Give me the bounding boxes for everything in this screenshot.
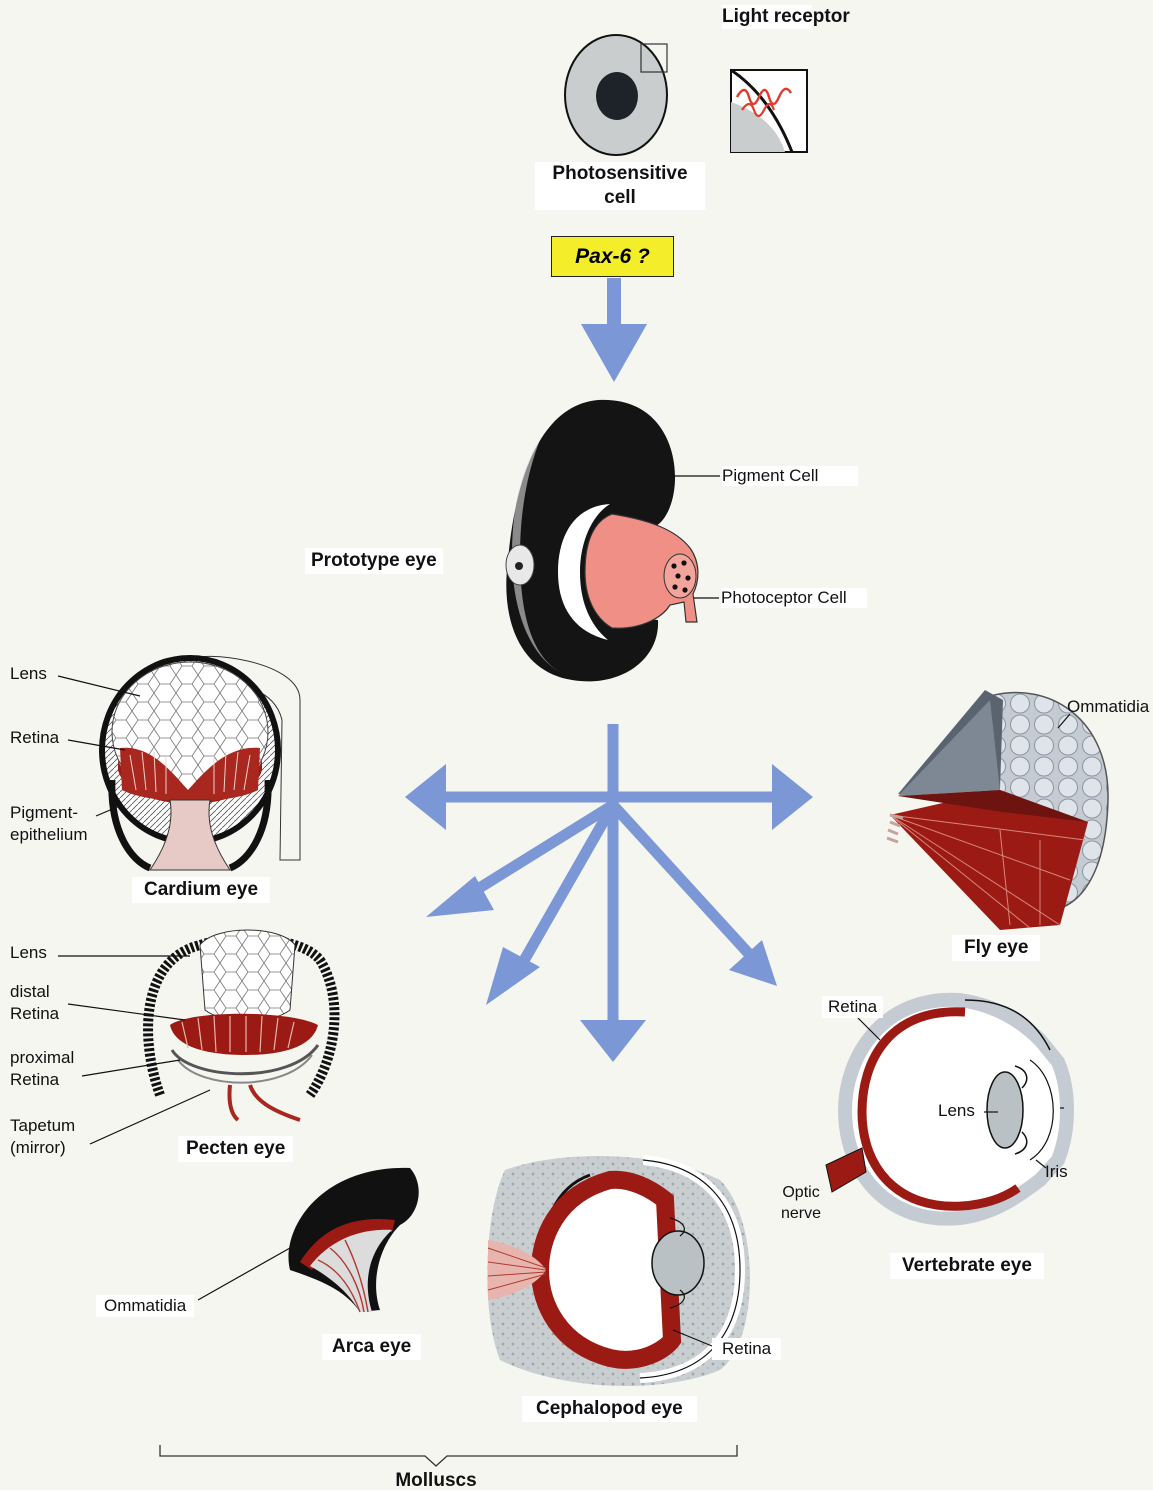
vertebrate-eye-title: Vertebrate eye [890, 1253, 1044, 1279]
pecten-distal-retina-label: distal Retina [10, 981, 59, 1025]
arca-ommatidia-label: Ommatidia [96, 1295, 194, 1317]
pecten-eye-title: Pecten eye [178, 1136, 293, 1162]
vertebrate-iris-label: Iris [1045, 1162, 1068, 1182]
light-receptor-label: Light receptor [722, 5, 812, 29]
fly-eye [887, 690, 1108, 930]
pecten-tapetum-label: Tapetum (mirror) [10, 1115, 75, 1159]
molluscs-bracket [160, 1445, 737, 1466]
pigment-cell-label: Pigment Cell [722, 466, 858, 486]
pax6-gene-box: Pax-6 ? [551, 236, 674, 277]
cardium-retina-label: Retina [10, 728, 59, 748]
cephalopod-eye [487, 1156, 750, 1386]
fly-eye-title: Fly eye [952, 935, 1040, 961]
radiating-arrows [443, 724, 775, 1020]
photosensitive-cell-label: Photosensitive cell [535, 162, 705, 210]
arca-eye [198, 1168, 419, 1312]
vertebrate-optic-nerve-label: Optic nerve [781, 1182, 821, 1224]
vertebrate-lens-label: Lens [938, 1101, 975, 1121]
cardium-eye-title: Cardium eye [132, 877, 270, 903]
vertebrate-retina-label: Retina [822, 996, 883, 1018]
pecten-lens-label: Lens [10, 943, 47, 963]
arrow-down-top [581, 278, 647, 382]
photoceptor-cell-label: Photoceptor Cell [721, 588, 867, 608]
cardium-lens-label: Lens [10, 664, 47, 684]
cephalopod-eye-title: Cephalopod eye [522, 1396, 697, 1422]
prototype-eye-title: Prototype eye [305, 548, 443, 574]
cephalopod-retina-label: Retina [712, 1338, 781, 1360]
arca-eye-title: Arca eye [322, 1334, 421, 1360]
fly-ommatidia-label: Ommatidia [1067, 697, 1149, 717]
pecten-eye [58, 930, 334, 1144]
prototype-eye [506, 400, 720, 682]
light-receptor-inset [731, 70, 807, 152]
cardium-pigment-epithelium-label: Pigment- epithelium [10, 802, 88, 846]
molluscs-group-label: Molluscs [386, 1470, 486, 1492]
cardium-eye [58, 656, 300, 870]
photosensitive-cell [565, 35, 667, 155]
pecten-proximal-retina-label: proximal Retina [10, 1047, 74, 1091]
